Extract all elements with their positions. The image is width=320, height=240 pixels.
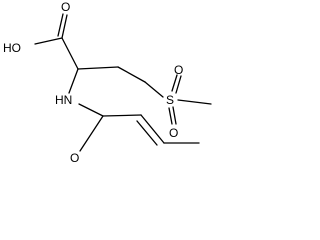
bond-alkene-2: [136, 120, 158, 146]
hydroxyl-label: HO: [3, 41, 21, 55]
amide-oxygen-label: O: [70, 151, 79, 165]
amide-nitrogen-label: HN: [55, 93, 72, 107]
bond-carboxyl-c-oh: [34, 37, 63, 45]
bond-alpha-c1: [77, 66, 119, 70]
acid-oxygen-label: O: [61, 0, 70, 14]
sulfonyl-oxygen-bottom-label: O: [169, 126, 178, 140]
bond-s-o-top-1: [171, 74, 178, 92]
bond-c1-c2: [117, 66, 146, 83]
bond-s-methyl: [177, 99, 212, 105]
bond-s-o-bottom-2: [172, 106, 177, 125]
bond-carboxyl-c-o-2: [57, 13, 64, 37]
bond-n-carbonyl-c: [78, 103, 104, 117]
sulfonyl-oxygen-top-label: O: [174, 63, 183, 77]
bond-c2-sulfur: [144, 81, 164, 98]
bond-alpha-n: [68, 68, 79, 94]
bond-s-o-top-2: [175, 75, 182, 94]
sulfur-label: S: [166, 93, 174, 107]
bond-alkene-1: [140, 114, 165, 144]
bond-carbonyl-c-o: [79, 115, 104, 152]
bond-carboxyl-c-o-1: [61, 14, 68, 39]
bond-carbonyl-c-alkene: [102, 114, 142, 117]
bonds: [34, 13, 212, 152]
bond-carboxyl-c-alpha: [61, 37, 79, 70]
atom-labels: HO O HN S O O O: [3, 0, 183, 165]
bond-s-o-bottom-1: [168, 107, 173, 125]
chemical-structure: HO O HN S O O O: [3, 0, 212, 165]
